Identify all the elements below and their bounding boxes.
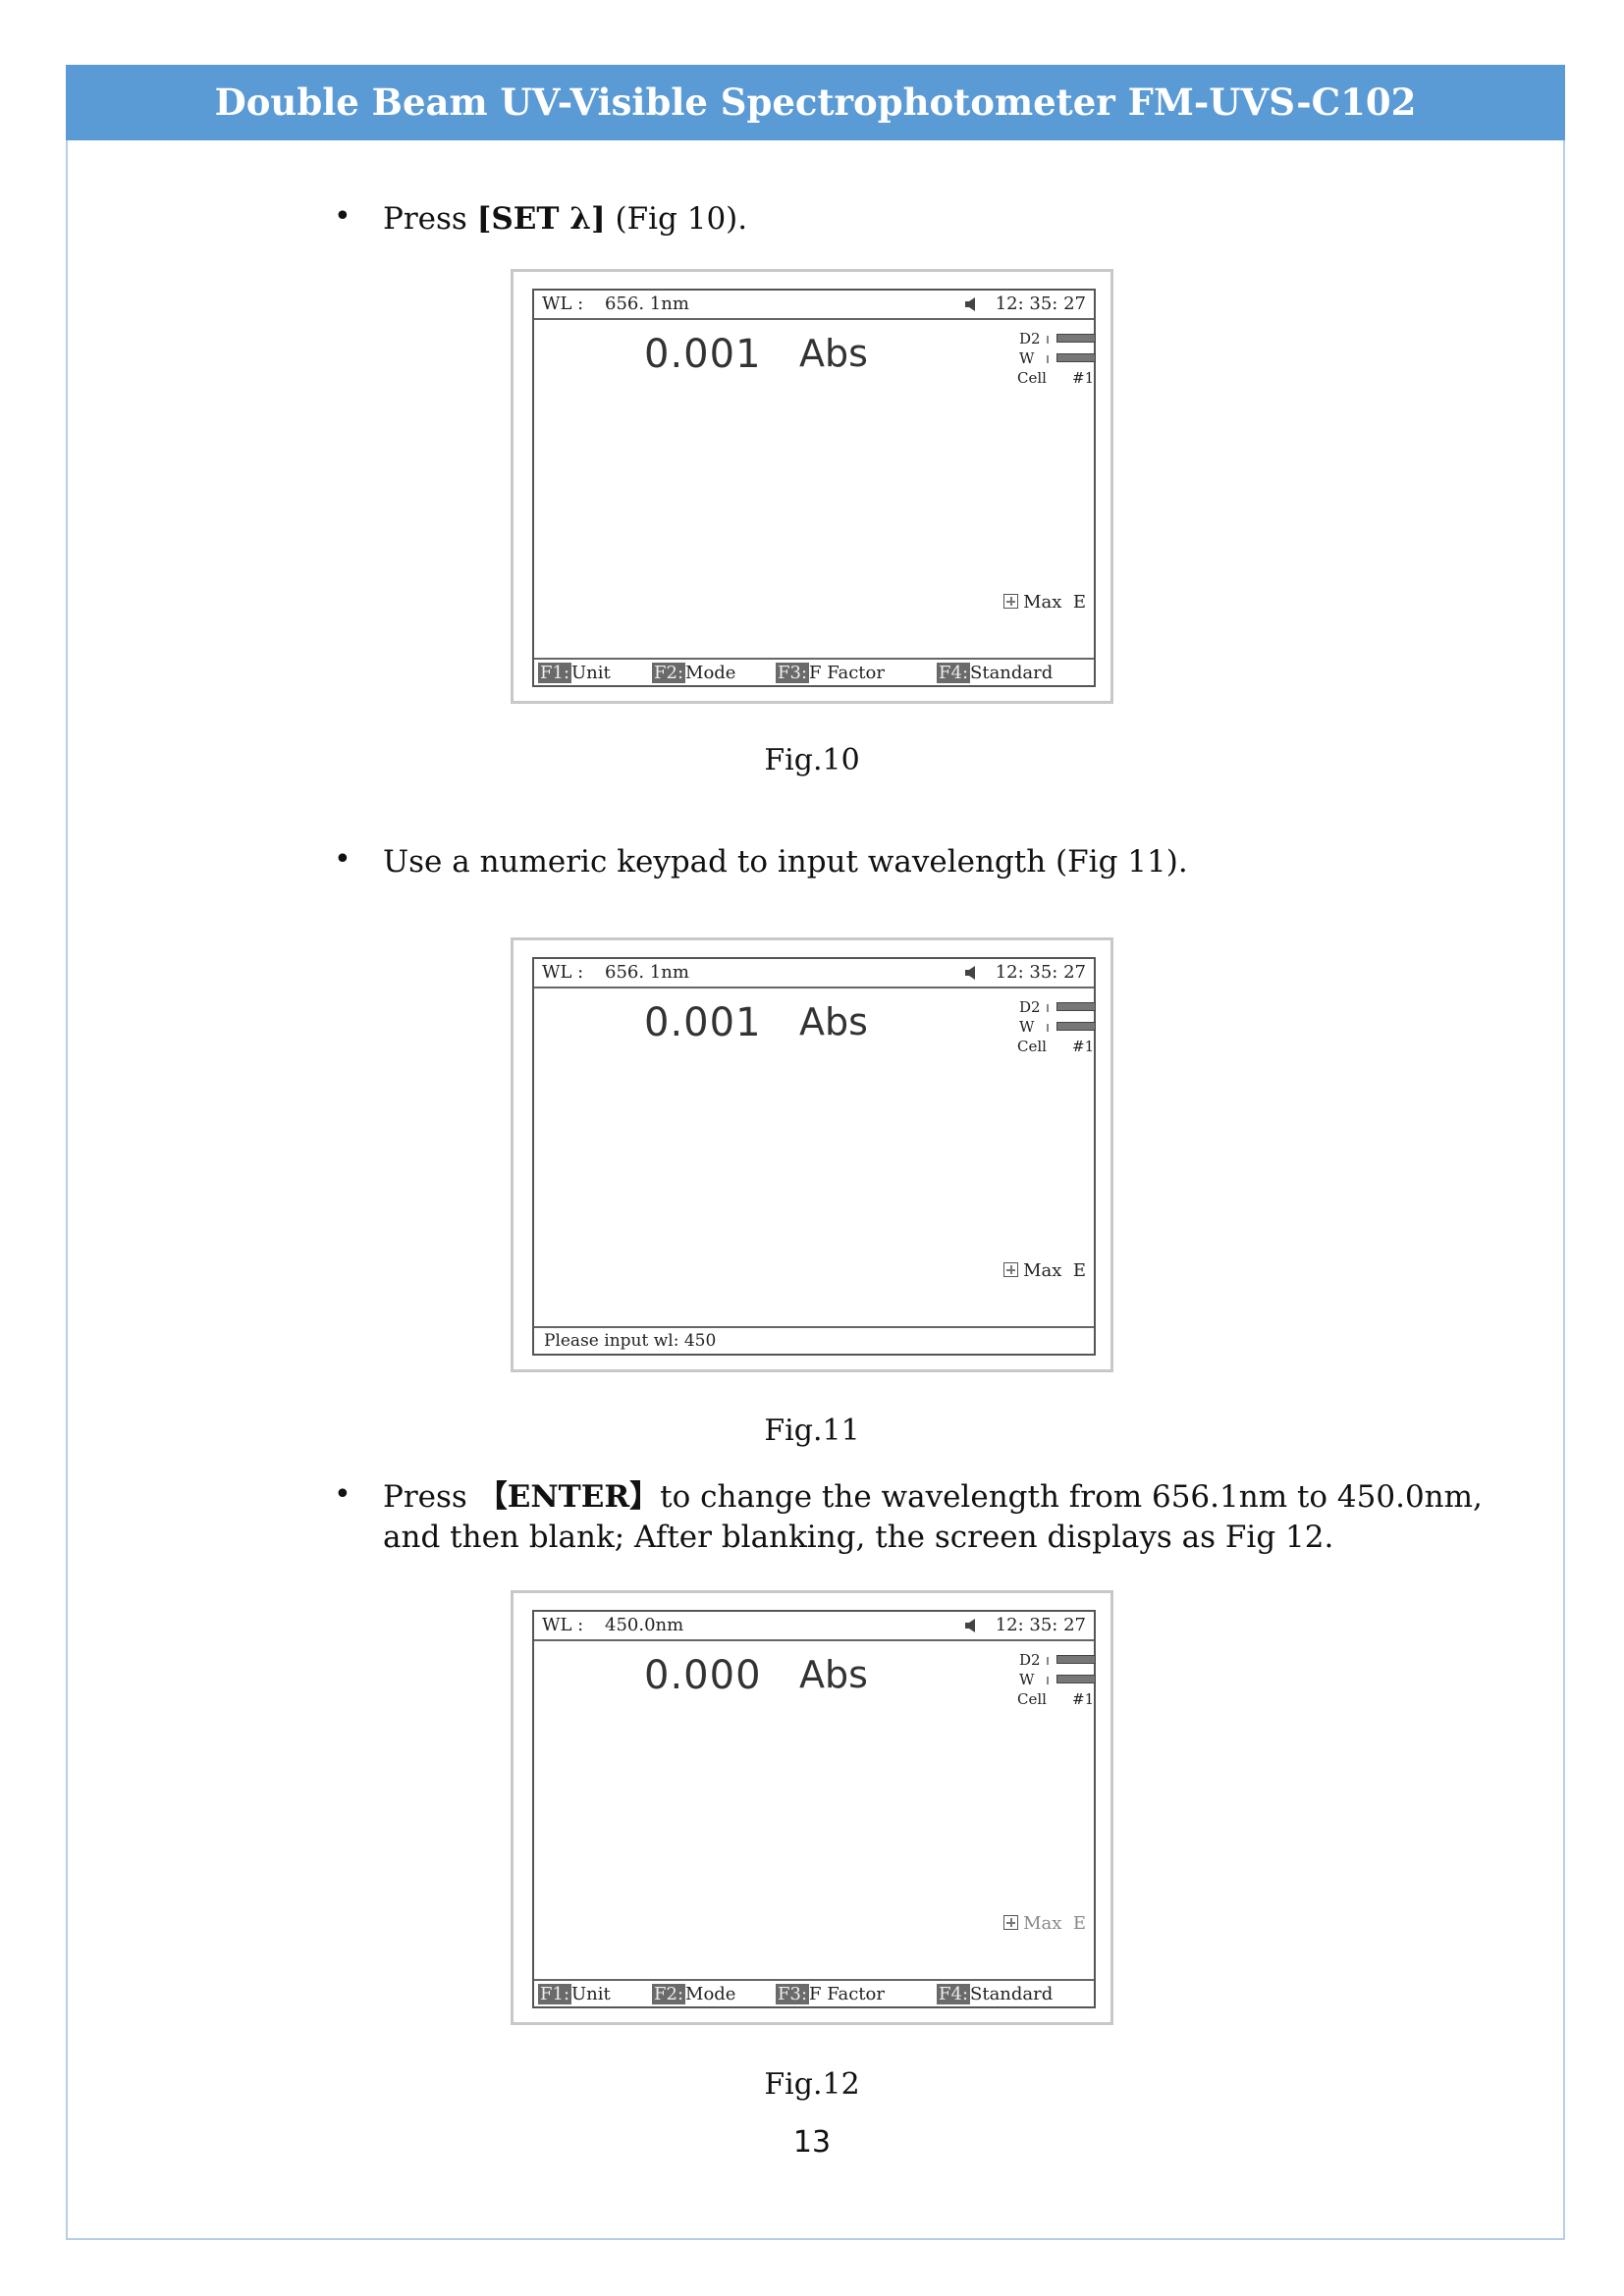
step-1-key: [SET λ] (476, 201, 606, 237)
d2-level-bar (1056, 334, 1096, 343)
step-3-text: Press 【ENTER】to change the wavelength fr… (383, 1477, 1483, 1558)
bullet-2: • (334, 842, 352, 877)
wl-label: WL : (542, 1615, 584, 1635)
figure-12-caption: Fig.12 (764, 2067, 860, 2102)
plus-box-icon (1003, 1915, 1019, 1930)
max-e-indicator: Max E (1003, 1913, 1086, 1934)
clock: 12: 35: 27 (995, 294, 1086, 314)
figure-10-screen: WL : 656. 1nm 12: 35: 27 0.001 Abs D2 W … (511, 269, 1113, 704)
lamp-status: D2 W Cell #1 (990, 998, 1096, 1057)
page-number: 13 (792, 2125, 832, 2160)
cell-number: #1 (1072, 369, 1095, 387)
d2-level-bar (1056, 1002, 1096, 1011)
f4-standard-key[interactable]: F4:Standard (937, 663, 1054, 683)
step-3-pre: Press (383, 1479, 477, 1515)
f2-mode-key[interactable]: F2:Mode (652, 1984, 736, 2004)
page-header: Double Beam UV-Visible Spectrophotometer… (66, 65, 1565, 140)
max-e-indicator: Max E (1003, 1260, 1086, 1281)
max-label: Max (1023, 1913, 1062, 1934)
step-3-key: 【ENTER】 (476, 1479, 661, 1515)
lcd-display: WL : 450.0nm 12: 35: 27 0.000 Abs D2 W C… (532, 1610, 1096, 2008)
speaker-icon (965, 1619, 975, 1632)
f4-standard-key[interactable]: F4:Standard (937, 1984, 1054, 2004)
lcd-top-bar: WL : 656. 1nm 12: 35: 27 (534, 959, 1094, 988)
lamp-icon (1047, 1004, 1055, 1012)
f1-unit-key[interactable]: F1:Unit (538, 1984, 611, 2004)
w-level-bar (1056, 1022, 1096, 1031)
clock: 12: 35: 27 (995, 962, 1086, 983)
w-label: W (1019, 349, 1035, 367)
absorbance-reading: 0.001 (644, 332, 762, 377)
d2-label: D2 (1019, 1651, 1041, 1669)
absorbance-reading: 0.001 (644, 1000, 762, 1045)
lamp-status: D2 W Cell #1 (990, 330, 1096, 389)
d2-level-bar (1056, 1655, 1096, 1664)
wl-label: WL : (542, 962, 584, 983)
lcd-display: WL : 656. 1nm 12: 35: 27 0.001 Abs D2 W … (532, 957, 1096, 1356)
lamp-status: D2 W Cell #1 (990, 1651, 1096, 1710)
cell-number: #1 (1072, 1038, 1095, 1055)
wavelength-input-prompt[interactable]: Please input wl: 450 (544, 1331, 717, 1351)
absorbance-unit: Abs (799, 1653, 868, 1696)
lcd-top-bar: WL : 656. 1nm 12: 35: 27 (534, 291, 1094, 320)
wl-value: 656. 1nm (605, 294, 689, 314)
cell-label: Cell (1017, 1038, 1047, 1055)
function-key-bar: F1:Unit F2:Mode F3:F Factor F4:Standard (534, 1979, 1094, 2006)
lamp-icon (1047, 1657, 1055, 1665)
cell-number: #1 (1072, 1690, 1095, 1708)
w-label: W (1019, 1018, 1035, 1036)
clock: 12: 35: 27 (995, 1615, 1086, 1635)
speaker-icon (965, 297, 975, 311)
lcd-display: WL : 656. 1nm 12: 35: 27 0.001 Abs D2 W … (532, 289, 1096, 687)
lamp-icon (1047, 1024, 1055, 1032)
w-label: W (1019, 1671, 1035, 1688)
w-level-bar (1056, 353, 1096, 362)
speaker-icon (965, 966, 975, 980)
function-key-bar: F1:Unit F2:Mode F3:F Factor F4:Standard (534, 658, 1094, 685)
plus-box-icon (1003, 1262, 1019, 1277)
w-level-bar (1056, 1675, 1096, 1683)
max-label: Max (1023, 1260, 1062, 1281)
step-3-post: to change the wavelength from 656.1nm to… (383, 1479, 1483, 1555)
bullet-3: • (334, 1477, 352, 1512)
bullet-1: • (334, 199, 352, 234)
f3-factor-key[interactable]: F3:F Factor (776, 663, 885, 683)
cell-label: Cell (1017, 369, 1047, 387)
wl-value: 656. 1nm (605, 962, 689, 983)
absorbance-reading: 0.000 (644, 1653, 762, 1698)
d2-label: D2 (1019, 330, 1041, 347)
step-2-text: Use a numeric keypad to input wavelength… (383, 844, 1188, 880)
figure-11-screen: WL : 656. 1nm 12: 35: 27 0.001 Abs D2 W … (511, 937, 1113, 1372)
e-label: E (1072, 1260, 1086, 1281)
max-e-indicator: Max E (1003, 592, 1086, 613)
max-label: Max (1023, 592, 1062, 613)
wl-value: 450.0nm (605, 1615, 684, 1635)
wl-label: WL : (542, 294, 584, 314)
plus-box-icon (1003, 594, 1019, 609)
d2-label: D2 (1019, 998, 1041, 1016)
e-label: E (1072, 592, 1086, 613)
f2-mode-key[interactable]: F2:Mode (652, 663, 736, 683)
f3-factor-key[interactable]: F3:F Factor (776, 1984, 885, 2004)
e-label: E (1072, 1913, 1086, 1934)
lamp-icon (1047, 355, 1055, 363)
step-1-text: Press [SET λ] (Fig 10). (383, 199, 1483, 240)
lcd-top-bar: WL : 450.0nm 12: 35: 27 (534, 1612, 1094, 1641)
input-prompt-bar: Please input wl: 450 (534, 1326, 1094, 1354)
absorbance-unit: Abs (799, 1000, 868, 1043)
absorbance-unit: Abs (799, 332, 868, 375)
step-1-post: (Fig 10). (605, 201, 748, 237)
figure-11-caption: Fig.11 (764, 1414, 860, 1448)
lamp-icon (1047, 1677, 1055, 1684)
figure-10-caption: Fig.10 (764, 743, 860, 777)
step-1-pre: Press (383, 201, 477, 237)
f1-unit-key[interactable]: F1:Unit (538, 663, 611, 683)
cell-label: Cell (1017, 1690, 1047, 1708)
figure-12-screen: WL : 450.0nm 12: 35: 27 0.000 Abs D2 W C… (511, 1590, 1113, 2025)
lamp-icon (1047, 336, 1055, 344)
